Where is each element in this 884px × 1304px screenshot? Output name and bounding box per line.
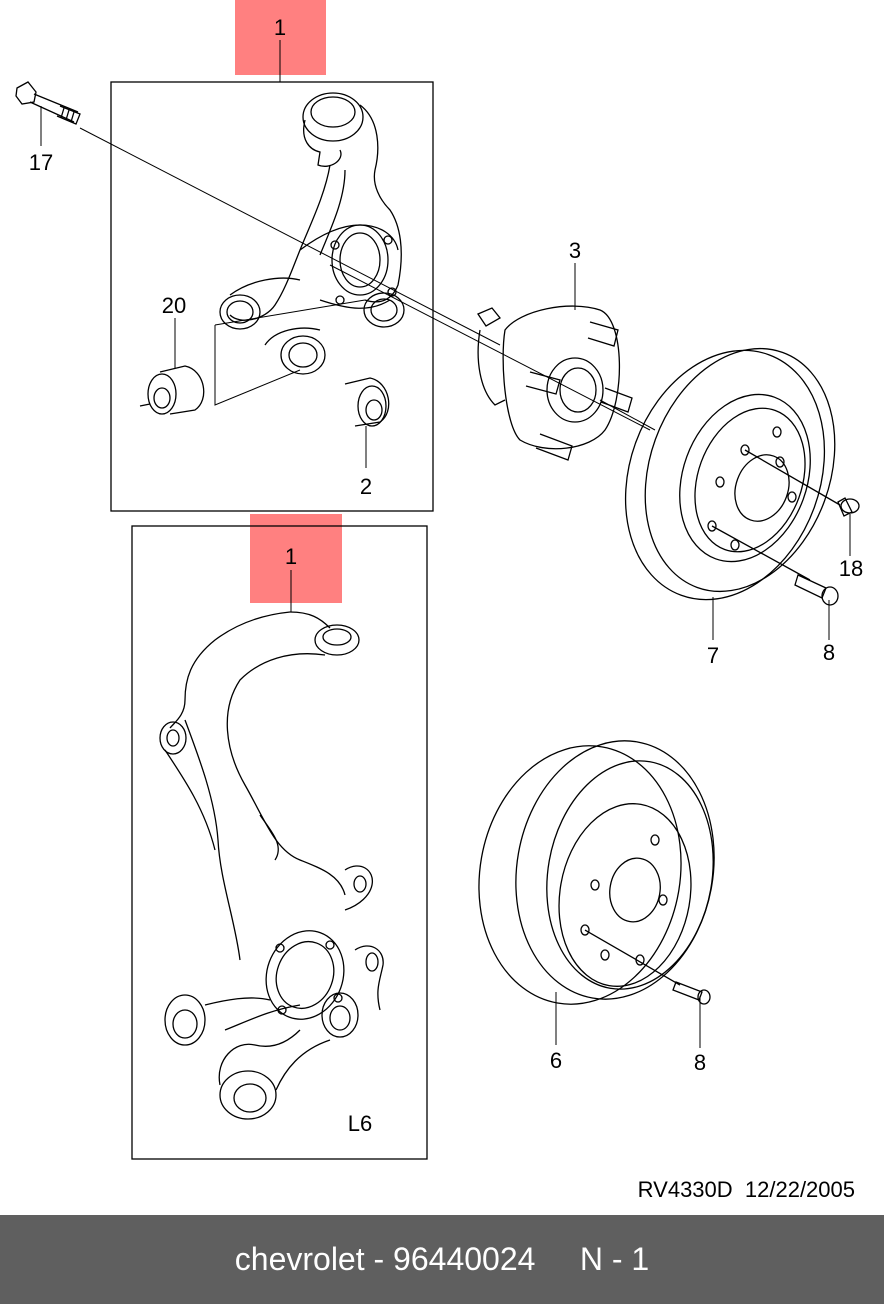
drawing-reference: RV4330D 12/22/2005 <box>638 1177 855 1202</box>
callout-20: 20 <box>162 293 186 318</box>
brake-drum-drawing <box>478 740 715 1005</box>
callout-7: 7 <box>707 643 719 668</box>
callout-8-disc: 8 <box>823 640 835 665</box>
cap-18-drawing <box>837 497 860 517</box>
brake-disc-drawing <box>624 347 841 601</box>
bushing-20-drawing <box>139 365 205 415</box>
knuckle-drawing-l6 <box>159 611 384 1120</box>
callout-2: 2 <box>360 474 372 499</box>
hub-bearing-drawing <box>477 305 633 461</box>
parts-diagram: 1 1 17 20 2 3 7 8 18 6 8 L6 RV4330D 12/2… <box>15 0 863 1202</box>
callout-18: 18 <box>839 556 863 581</box>
callout-1-top: 1 <box>274 15 286 40</box>
l6-knuckle-frame <box>131 525 428 1160</box>
callout-17: 17 <box>29 150 53 175</box>
variant-label: L6 <box>348 1111 372 1136</box>
callout-3: 3 <box>569 238 581 263</box>
footer-bar: chevrolet - 96440024 N - 1 <box>0 1215 884 1304</box>
footer-text: chevrolet - 96440024 N - 1 <box>234 1241 650 1277</box>
callout-6: 6 <box>550 1048 562 1073</box>
callout-1-bottom: 1 <box>285 544 297 569</box>
callout-8-drum: 8 <box>694 1050 706 1075</box>
knuckle-drawing-top <box>219 92 405 375</box>
bushing-2-drawing <box>344 377 390 427</box>
leader-lines <box>40 40 851 1048</box>
screw-8-disc-drawing <box>794 574 839 606</box>
knuckle-assembly-frame <box>110 81 434 512</box>
bolt-17-drawing <box>15 81 81 125</box>
callout-highlight-bottom <box>250 514 342 603</box>
